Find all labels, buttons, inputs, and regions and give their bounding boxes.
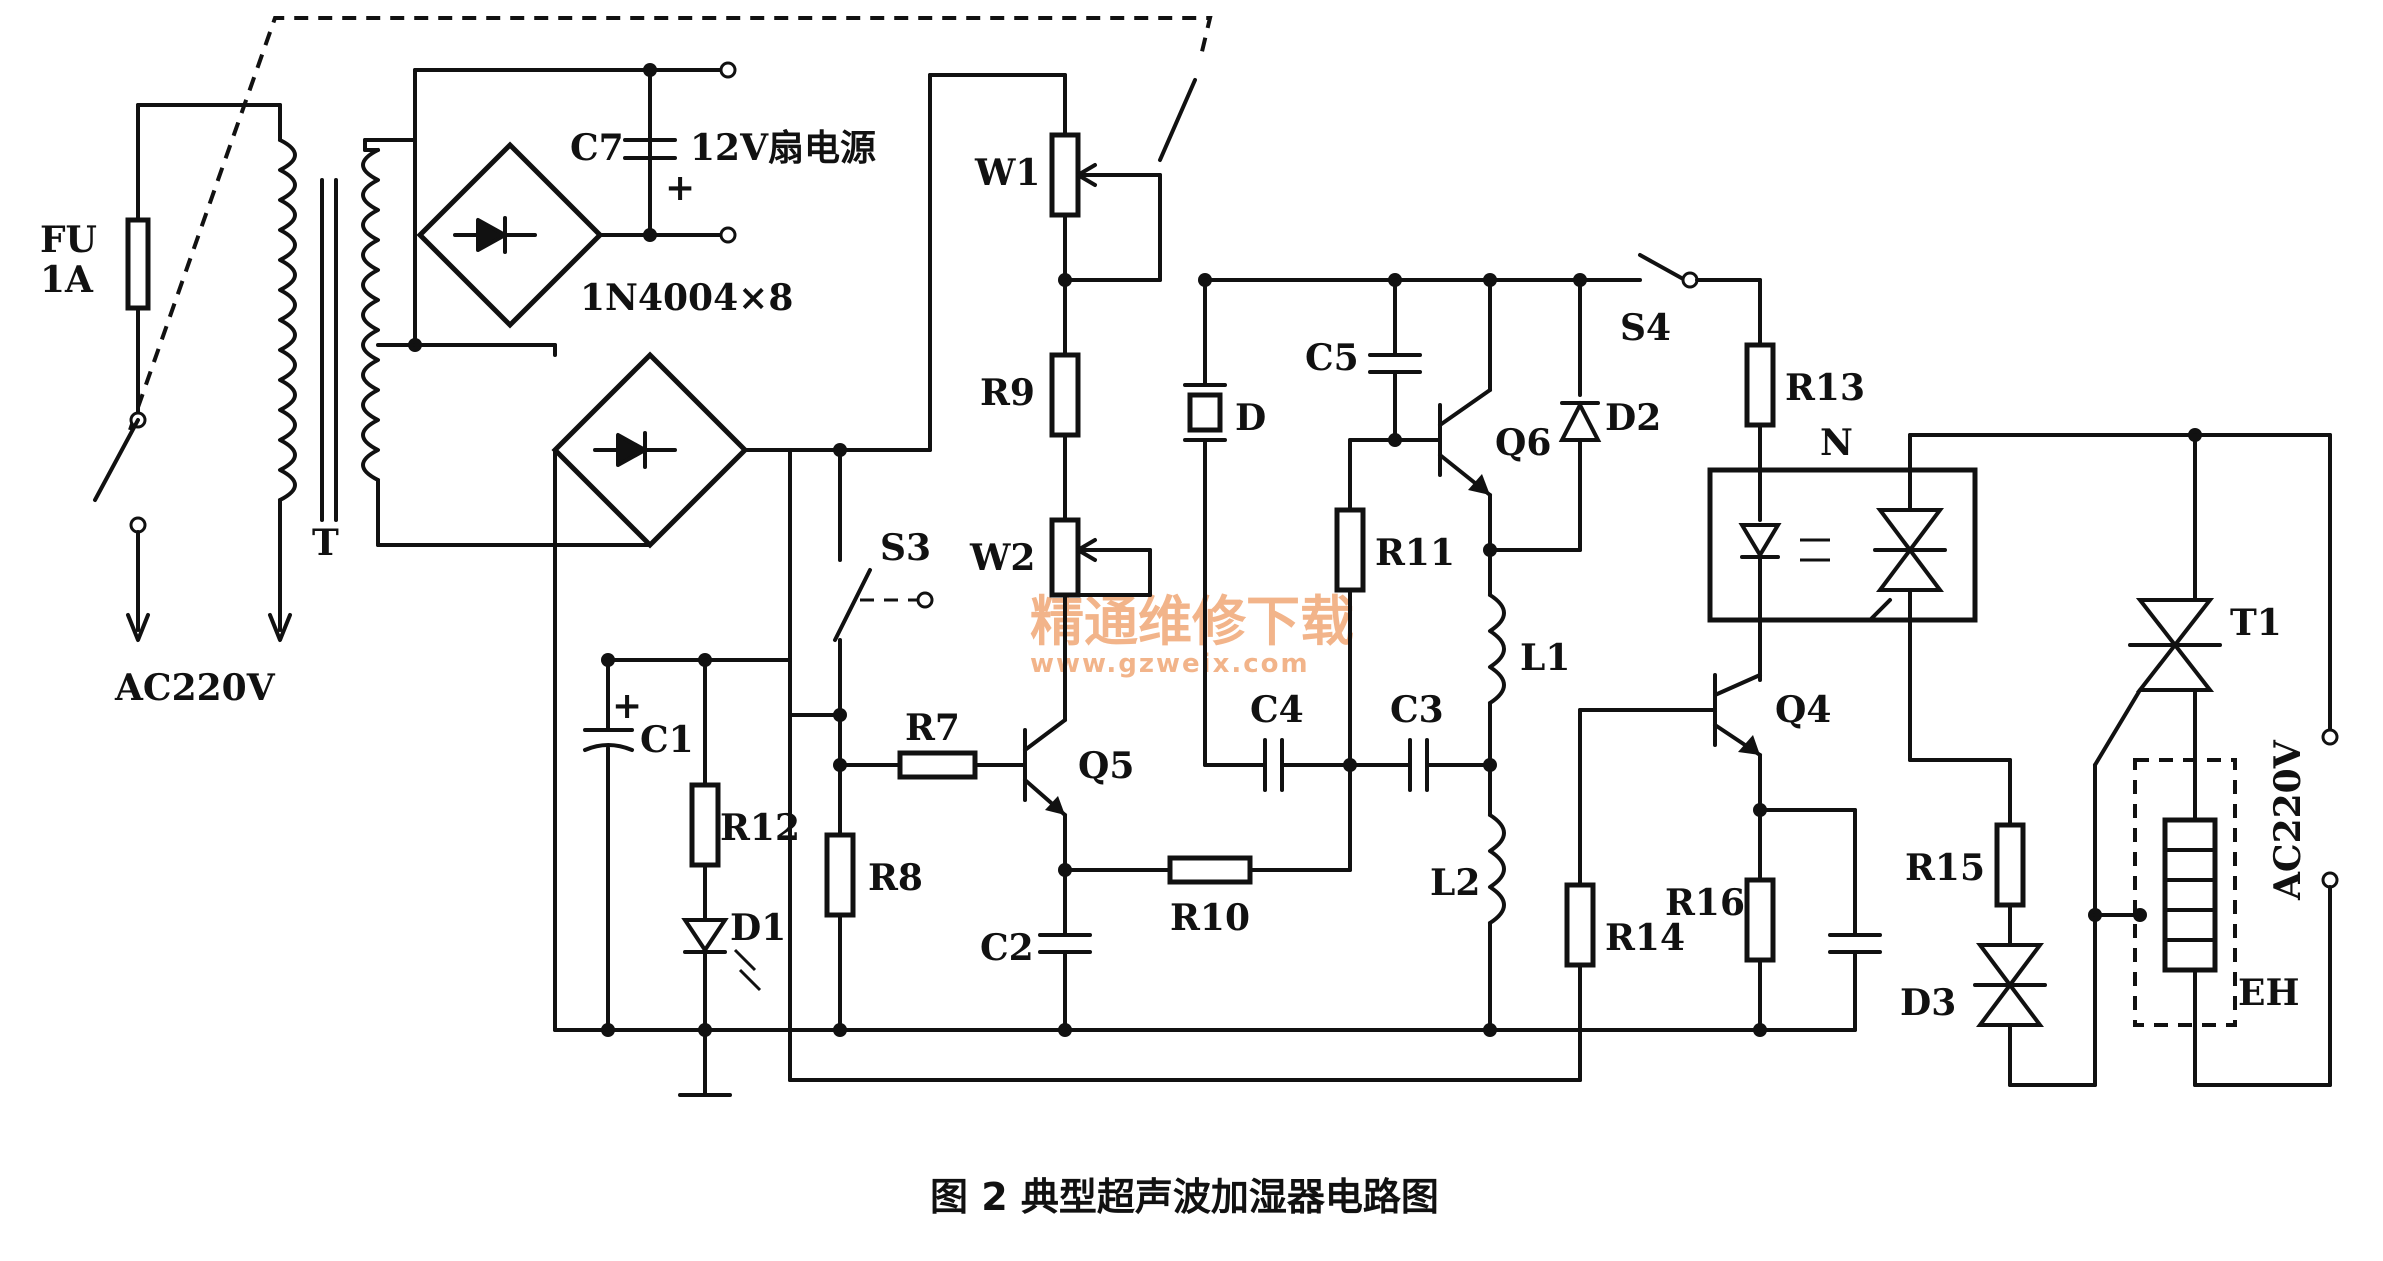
label-d: D <box>1235 397 1266 439</box>
resistor-r11 <box>1334 507 1366 593</box>
switch-s3: S3 <box>833 527 934 717</box>
label-transformer: T <box>312 522 339 564</box>
heater-eh-enclosure <box>2133 758 2237 1027</box>
label-plus-c1: + <box>612 685 642 727</box>
label-r16: R16 <box>1665 882 1745 924</box>
resistor-r9 <box>1049 352 1081 438</box>
label-d3: D3 <box>1900 982 1956 1024</box>
w1-r9-w2-chain: W1 R9 W2 <box>969 73 1197 722</box>
potentiometer-w2 <box>1049 517 1081 598</box>
label-ac-out: AC220V <box>2267 739 2309 901</box>
label-eh: EH <box>2238 972 2299 1014</box>
input-section: FU 1A AC220V <box>40 103 292 709</box>
q4-section: Q4 R14 R16 <box>1564 618 1882 1082</box>
label-q6: Q6 <box>1495 422 1551 464</box>
label-s3: S3 <box>880 527 931 569</box>
potentiometer-w1 <box>1049 132 1081 218</box>
label-r12: R12 <box>720 807 800 849</box>
label-r14: R14 <box>1605 917 1685 959</box>
resistor-r7 <box>897 750 978 780</box>
fuse-fu <box>125 217 151 311</box>
resistor-r8 <box>824 832 856 918</box>
label-c3: C3 <box>1390 689 1444 731</box>
label-s4: S4 <box>1620 307 1671 349</box>
resistor-r10 <box>1167 855 1253 885</box>
resistor-r15 <box>1994 822 2026 908</box>
mechanical-link <box>128 16 1213 431</box>
oscillator-driver: R7 Q5 R8 R10 C2 <box>788 707 1352 1032</box>
resistor-r13 <box>1744 342 1776 428</box>
heater-eh <box>2162 817 2218 973</box>
ground-rails <box>553 713 1762 1082</box>
label-d1: D1 <box>730 907 786 949</box>
label-n: N <box>1820 422 1853 464</box>
watermark-url: www.gzweix.com <box>1030 649 1310 679</box>
label-fan-supply: 12V扇电源 <box>690 127 876 169</box>
label-plus-c7: + <box>665 167 695 209</box>
label-t1: T1 <box>2230 602 2282 644</box>
label-r9: R9 <box>980 372 1035 414</box>
label-fu-rating: 1A <box>40 259 94 301</box>
label-r10: R10 <box>1170 897 1250 939</box>
label-q4: Q4 <box>1775 689 1831 731</box>
label-r11: R11 <box>1375 532 1455 574</box>
label-c5: C5 <box>1305 337 1359 379</box>
label-w1: W1 <box>974 152 1040 194</box>
label-r8: R8 <box>868 857 923 899</box>
optocoupler-n <box>1707 467 1978 623</box>
label-q5: Q5 <box>1078 745 1134 787</box>
switch-s4-section: S4 R13 N <box>1603 253 1978 762</box>
label-l2: L2 <box>1430 862 1480 904</box>
label-r13: R13 <box>1785 367 1865 409</box>
label-r7: R7 <box>905 707 960 749</box>
heater-section: AC220V R15 D3 T1 EH <box>1900 428 2339 1087</box>
transformer-t: T <box>278 138 652 564</box>
transducer-d <box>1187 392 1223 433</box>
transducer-section: D C4 C3 <box>1183 273 1607 792</box>
label-fu: FU <box>40 219 97 261</box>
resistor-r16 <box>1744 877 1776 963</box>
bridge-rectifier-1: C7 + 12V扇电源 1N4004×8 <box>363 61 876 352</box>
resistor-r14 <box>1564 882 1596 968</box>
label-rectifier: 1N4004×8 <box>580 277 793 319</box>
label-c7: C7 <box>570 127 624 169</box>
resistor-r12 <box>689 782 721 868</box>
power-oscillator: C5 Q6 R11 D2 L1 L2 <box>1305 273 1661 1032</box>
label-l1: L1 <box>1520 637 1570 679</box>
label-ac-in: AC220V <box>114 667 276 709</box>
label-c1: C1 <box>640 719 694 761</box>
label-c4: C4 <box>1250 689 1304 731</box>
label-r15: R15 <box>1905 847 1985 889</box>
figure-caption: 图 2 典型超声波加湿器电路图 <box>930 1175 1439 1219</box>
label-w2: W2 <box>969 537 1035 579</box>
watermark-title: 精通维修下载 <box>1030 590 1354 653</box>
label-c2: C2 <box>980 927 1034 969</box>
label-d2: D2 <box>1605 397 1661 439</box>
